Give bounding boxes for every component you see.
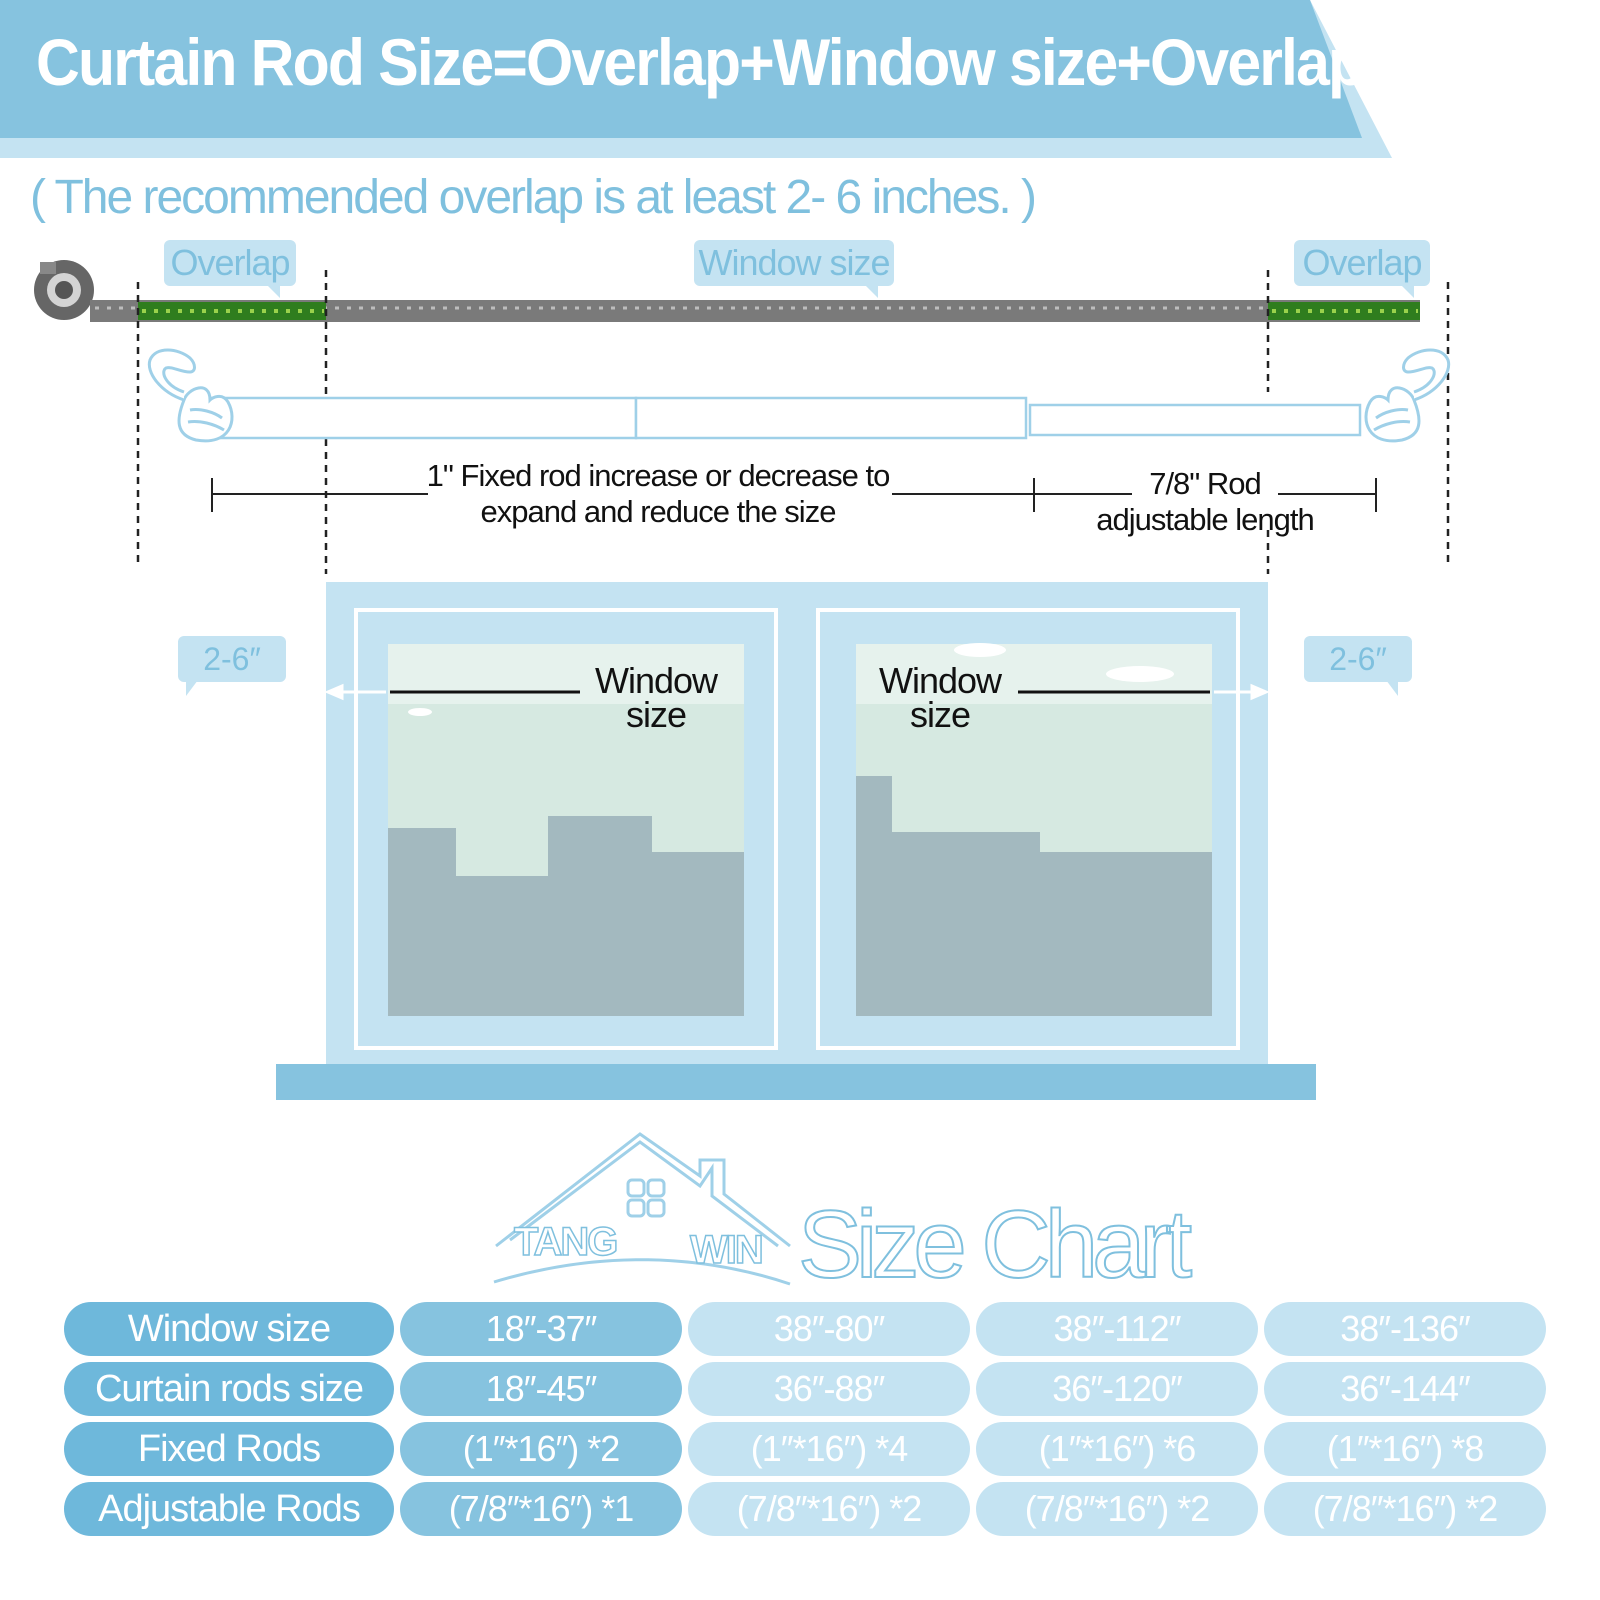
table-cell: (7/8″*16″) *1 [400, 1482, 682, 1536]
table-cell: (1″*16″) *4 [688, 1422, 970, 1476]
window-sill [276, 1064, 1316, 1100]
curtain-rod [210, 396, 1362, 440]
window-size-label: Window size [694, 240, 894, 298]
overlap-recommendation: ( The recommended overlap is at least 2-… [30, 171, 1037, 224]
table-cell: (1″*16″) *8 [1264, 1422, 1546, 1476]
table-cell: 36″-120″ [976, 1362, 1258, 1416]
table-cell: 38″-112″ [976, 1302, 1258, 1356]
pane-right-window-size-label: Window size [870, 660, 1010, 735]
pane-left-label-line-2: size [625, 694, 687, 735]
tape-measure-icon [34, 260, 94, 320]
row-label-adjustable-rods: Adjustable Rods [64, 1482, 394, 1536]
row-label-curtain-rods-size: Curtain rods size [64, 1362, 394, 1416]
adjustable-rod-note: 7/8" Rod adjustable length [1090, 466, 1320, 538]
table-cell: 38″-136″ [1264, 1302, 1546, 1356]
gap-label-left: 2-6″ [178, 636, 286, 696]
table-row: Window size 18″-37″ 38″-80″ 38″-112″ 38″… [64, 1302, 1546, 1356]
window-pane-left-frame [354, 608, 778, 1050]
overlap-label-left: Overlap [164, 240, 296, 298]
table-row: Fixed Rods (1″*16″) *2 (1″*16″) *4 (1″*1… [64, 1422, 1546, 1476]
window-pane-right-glass [856, 643, 1212, 1016]
adjustable-rod-note-line-2: adjustable length [1096, 502, 1314, 537]
swan-finial-right-icon [1364, 348, 1451, 443]
tangwin-logo-icon [493, 1132, 791, 1286]
fixed-rod-note-line-1: 1" Fixed rod increase or decrease to [426, 458, 891, 493]
overlap-label-right: Overlap [1294, 240, 1430, 298]
table-cell: 38″-80″ [688, 1302, 970, 1356]
table-cell: (7/8″*16″) *2 [688, 1482, 970, 1536]
table-row: Adjustable Rods (7/8″*16″) *1 (7/8″*16″)… [64, 1482, 1546, 1536]
title-banner [0, 0, 1362, 138]
table-cell: (1″*16″) *6 [976, 1422, 1258, 1476]
gap-label-right: 2-6″ [1304, 636, 1412, 696]
table-cell: (1″*16″) *2 [400, 1422, 682, 1476]
table-cell: 18″-37″ [400, 1302, 682, 1356]
pane-right-label-line-2: size [909, 694, 971, 735]
table-cell: 36″-88″ [688, 1362, 970, 1416]
pane-right-label-line-1: Window [878, 660, 1002, 701]
overlap-segment-left [138, 302, 326, 320]
size-chart-table: Window size 18″-37″ 38″-80″ 38″-112″ 38″… [58, 1296, 1552, 1542]
window-pane-right-frame [816, 608, 1240, 1050]
row-label-fixed-rods: Fixed Rods [64, 1422, 394, 1476]
table-cell: 36″-144″ [1264, 1362, 1546, 1416]
table-cell: (7/8″*16″) *2 [1264, 1482, 1546, 1536]
adjustable-rod-note-line-1: 7/8" Rod [1149, 466, 1262, 501]
page-title: Curtain Rod Size=Overlap+Window size+Ove… [36, 25, 1365, 99]
swan-finial-left-icon [147, 348, 234, 443]
size-chart-title: Size Chart [797, 1190, 1193, 1299]
pane-left-window-size-label: Window size [586, 660, 726, 735]
table-cell: 18″-45″ [400, 1362, 682, 1416]
table-row: Curtain rods size 18″-45″ 36″-88″ 36″-12… [64, 1362, 1546, 1416]
fixed-rod-note: 1" Fixed rod increase or decrease to exp… [420, 458, 896, 530]
measuring-tape [90, 300, 1420, 322]
pane-left-label-line-1: Window [594, 660, 718, 701]
brand-name-left: TANG [513, 1219, 619, 1265]
brand-name-right: WIN [689, 1227, 764, 1273]
row-label-window-size: Window size [64, 1302, 394, 1356]
window-pane-left-glass [388, 644, 744, 1016]
table-cell: (7/8″*16″) *2 [976, 1482, 1258, 1536]
fixed-rod-note-line-2: expand and reduce the size [480, 494, 837, 529]
